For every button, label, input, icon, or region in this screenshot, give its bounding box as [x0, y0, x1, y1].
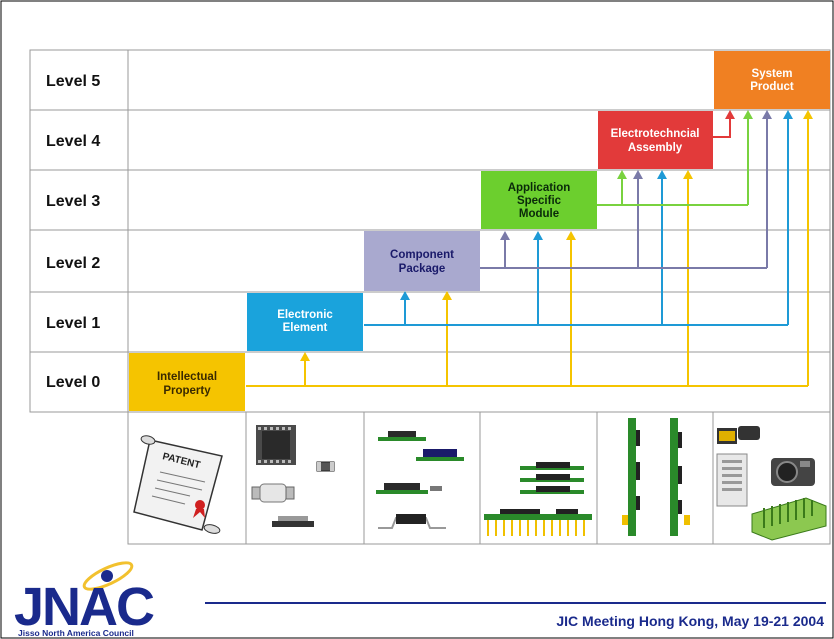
box-3-line-3: Module: [519, 208, 559, 220]
level-0-label: Level 0: [46, 374, 100, 391]
box-0-line-1: Intellectual: [157, 371, 217, 383]
box-4-line-2: Assembly: [628, 142, 683, 154]
level-5-label: Level 5: [46, 73, 100, 90]
box-5-line-1: System: [752, 68, 793, 80]
level-1-label: Level 1: [46, 315, 100, 332]
level-3-label: Level 3: [46, 193, 100, 210]
arrowheads: [300, 110, 813, 361]
level-4-label: Level 4: [46, 133, 100, 150]
level0-connectors: [246, 114, 809, 387]
box-0-line-2: Property: [163, 385, 211, 397]
box-4-line-1: Electrotechncial: [611, 128, 700, 140]
box-electronic-element: [247, 293, 363, 351]
box-3-line-1: Application: [508, 182, 571, 194]
box-1-line-1: Electronic: [277, 309, 333, 321]
box-5-line-2: Product: [750, 81, 794, 93]
level-boxes: [129, 51, 830, 411]
jnac-logo: JNAC Jisso North America Council: [14, 561, 156, 638]
electrotechnical-assembly-icon: [622, 418, 690, 536]
box-component-package: [364, 231, 480, 291]
connectors: [246, 114, 809, 387]
level2-connectors: [480, 114, 768, 269]
level-2-label: Level 2: [46, 255, 100, 272]
level3-connectors: [597, 114, 749, 206]
meeting-info: JIC Meeting Hong Kong, May 19-21 2004: [556, 613, 824, 629]
jnac-logo-subtitle: Jisso North America Council: [18, 628, 134, 638]
system-products-icon: [716, 426, 827, 541]
box-1-line-2: Element: [283, 322, 328, 334]
jnac-logo-text: JNAC: [14, 577, 154, 637]
patent-scroll-icon: PATENT: [133, 435, 223, 534]
level-grid: [29, 49, 831, 545]
box-2-line-1: Component: [390, 249, 454, 261]
application-modules-icon: [484, 462, 592, 536]
component-packages-icon: [376, 431, 464, 529]
box-electrotechnical-assembly: [598, 111, 713, 169]
level1-connectors: [364, 114, 789, 326]
box-application-specific-module: [481, 171, 597, 229]
box-system-product: [714, 51, 830, 109]
box-2-line-2: Package: [399, 263, 446, 275]
box-3-line-2: Specific: [517, 195, 562, 207]
box-intellectual-property: [129, 353, 245, 411]
level4-connectors: [713, 114, 731, 138]
electronic-elements-icon: [251, 425, 335, 527]
